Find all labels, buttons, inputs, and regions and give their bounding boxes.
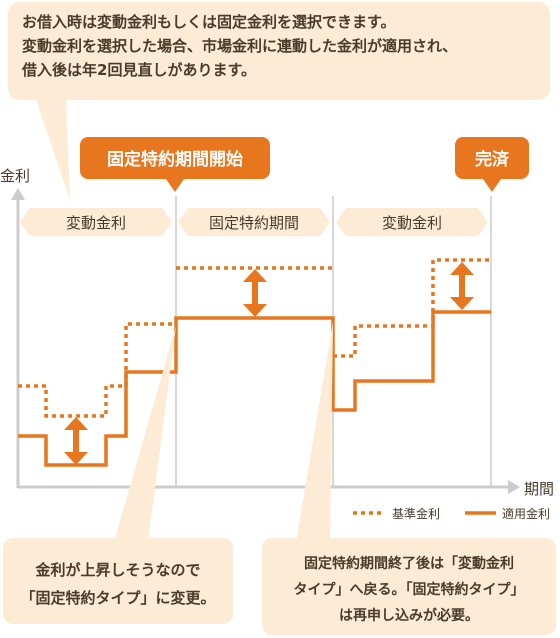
- y-axis-arrow: [11, 188, 25, 200]
- spread-arrow-1: [64, 417, 88, 465]
- complete-tag-bg: [455, 137, 529, 179]
- fixed-start-tag: 固定特約期間開始: [107, 149, 243, 170]
- y-axis-label: 金利: [0, 167, 30, 185]
- fixed-start-tag-bg: [80, 137, 270, 179]
- phase-tag-2-bg: [178, 208, 330, 236]
- top-note-line-1: お借入時は変動金利もしくは固定金利を選択できます。: [22, 13, 396, 31]
- phase-tag-1-bg: [20, 208, 172, 236]
- base-rate-line-3: [333, 258, 491, 358]
- bottom-right-line-2: タイプ」へ戻る。「固定特約タイプ」: [294, 581, 525, 598]
- phase-tag-1: 変動金利: [66, 214, 126, 232]
- spread-arrow-3: [450, 262, 474, 310]
- spread-arrow-2: [243, 269, 267, 317]
- bottom-right-line-1: 固定特約期間終了後は「変動金利: [304, 555, 514, 572]
- bottom-left-pointer: [114, 326, 176, 542]
- bottom-right-bubble: [262, 538, 556, 635]
- bottom-right-pointer: [296, 322, 333, 542]
- phase-tag-3: 変動金利: [382, 214, 442, 232]
- top-bubble-pointer: [36, 100, 70, 200]
- fixed-start-tag-pointer: [166, 179, 184, 192]
- phase-tag-2: 固定特約期間: [209, 214, 299, 232]
- bottom-left-bubble: [3, 538, 233, 624]
- top-note-bubble: お借入時は変動金利もしくは固定金利を選択できます。 変動金利を選択した場合、市場…: [8, 2, 550, 100]
- top-note-line-2: 変動金利を選択した場合、市場金利に連動した金利が適用され、: [22, 37, 458, 55]
- base-rate-line-1: [18, 322, 176, 418]
- legend-base-label: 基準金利: [392, 506, 440, 521]
- complete-tag-pointer: [483, 179, 501, 192]
- applied-rate-line: [18, 310, 491, 467]
- bottom-left-line-1: 金利が上昇しそうなので: [34, 561, 200, 579]
- legend-applied-label: 適用金利: [502, 506, 550, 521]
- complete-tag: 完済: [475, 149, 510, 170]
- x-axis-arrow: [508, 480, 520, 494]
- x-axis-label: 期間: [524, 480, 554, 498]
- bottom-right-line-3: は再申し込みが必要。: [339, 607, 479, 624]
- phase-tag-3-bg: [336, 208, 488, 236]
- top-note-line-3: 借入後は年2回見直しがあります。: [22, 61, 256, 79]
- bottom-left-line-2: 「固定特約タイプ」に変更。: [20, 589, 215, 607]
